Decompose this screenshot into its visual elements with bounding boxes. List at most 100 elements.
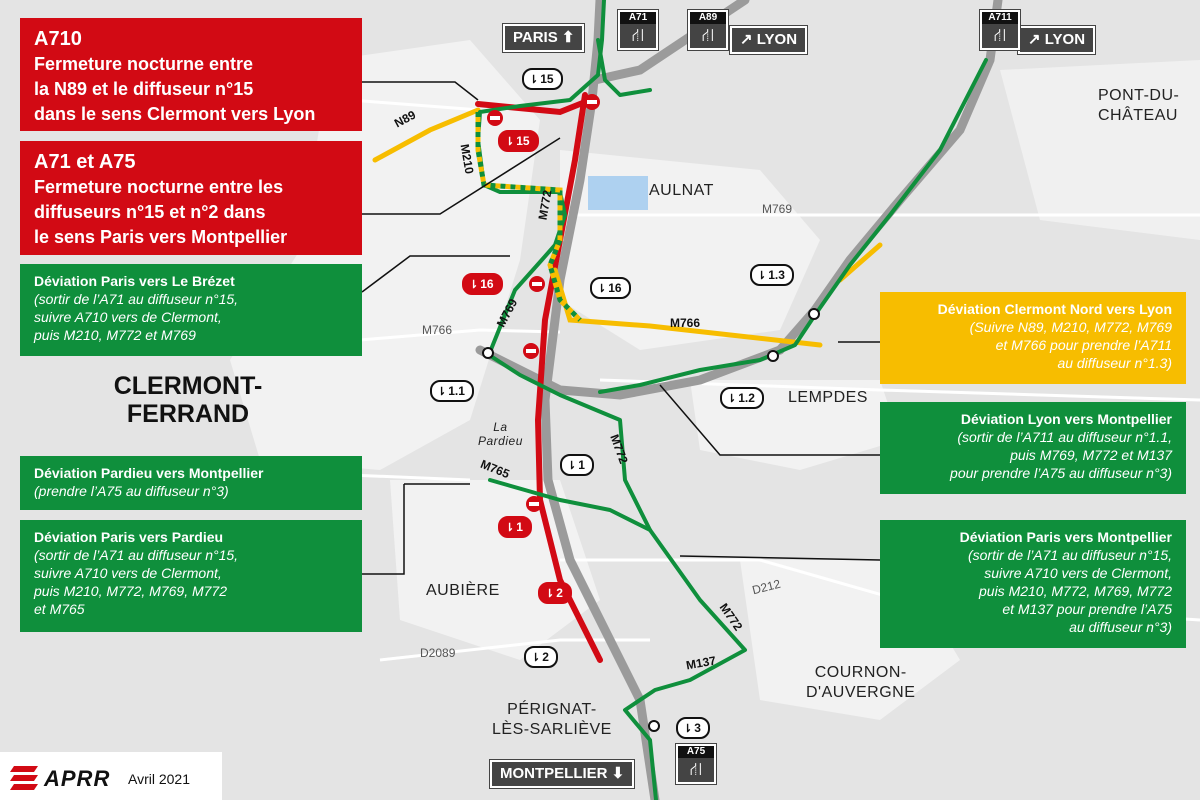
- place-line: Pardieu: [478, 434, 523, 448]
- place-aulnat: AULNAT: [649, 182, 714, 199]
- exit-icon: ⇂: [529, 74, 539, 86]
- footer: APRR Avril 2021: [0, 752, 222, 800]
- place-line: D'AUVERGNE: [806, 684, 916, 701]
- exit-number: 1.3: [768, 268, 785, 282]
- box-line: puis M769, M772 et M137: [1010, 447, 1172, 463]
- shield-a71: A71⛙: [617, 9, 659, 51]
- box-title: Déviation Clermont Nord vers Lyon: [937, 301, 1172, 317]
- box-line: dans le sens Clermont vers Lyon: [34, 104, 316, 124]
- urban-area: [230, 40, 540, 470]
- aprr-logo-icon: [10, 766, 38, 790]
- shield-a711: A711⛙: [979, 9, 1021, 51]
- exit-marker-3: ⇂3: [676, 717, 710, 739]
- exit-icon: ⇂: [597, 283, 607, 295]
- box-a710-closure: A710 Fermeture nocturne entre la N89 et …: [20, 18, 362, 131]
- shield-label: A75: [678, 746, 714, 758]
- box-line: diffuseurs n°15 et n°2 dans: [34, 202, 266, 222]
- road-label-m766-west: M766: [422, 323, 453, 337]
- box-deviation-paris-pardieu: Déviation Paris vers Pardieu (sortir de …: [20, 520, 362, 632]
- sign-montpellier: MONTPELLIER ⬇: [488, 759, 636, 789]
- motorway-icon: ⛙: [993, 25, 1007, 45]
- box-line: le sens Paris vers Montpellier: [34, 227, 288, 247]
- road-label-m769: M769: [762, 202, 793, 216]
- exit-number: 1.2: [738, 391, 755, 405]
- exit-marker-1-2: ⇂1.2: [720, 387, 764, 409]
- exit-icon: ⇂: [683, 723, 693, 735]
- exit-number: 15: [540, 72, 554, 86]
- exit-icon: ⇂: [727, 393, 737, 405]
- box-title: Déviation Paris vers Montpellier: [959, 529, 1172, 545]
- box-deviation-pardieu-montpellier: Déviation Pardieu vers Montpellier (pren…: [20, 456, 362, 510]
- box-title: A710: [34, 28, 82, 50]
- box-title: Déviation Paris vers Pardieu: [34, 529, 224, 545]
- box-line: (prendre l’A75 au diffuseur n°3): [34, 483, 229, 499]
- sign-paris: PARIS ⬆: [501, 23, 586, 53]
- road-label-d2089: D2089: [420, 646, 456, 660]
- shield-a75: A75⛙: [675, 743, 717, 785]
- place-perignat: PÉRIGNAT- LÈS-SARLIÈVE: [492, 700, 612, 740]
- exit-marker-1-3: ⇂1.3: [750, 264, 794, 286]
- exit-closed-15: ⇂15: [498, 130, 539, 152]
- box-title: Déviation Paris vers Le Brézet: [34, 273, 235, 289]
- exit-marker-1-1: ⇂1.1: [430, 380, 474, 402]
- box-line: au diffuseur n°3): [1069, 619, 1172, 635]
- exit-icon: ⇂: [437, 386, 447, 398]
- exit-number: 16: [608, 281, 622, 295]
- exit-number: 1: [578, 458, 585, 472]
- place-line: PÉRIGNAT-: [507, 701, 597, 718]
- exit-icon: ⇂: [757, 270, 767, 282]
- box-line: la N89 et le diffuseur n°15: [34, 79, 254, 99]
- box-line: puis M210, M772, M769, M772: [34, 583, 227, 599]
- box-deviation-paris-montpellier: Déviation Paris vers Montpellier (sortir…: [880, 520, 1186, 648]
- exit-closed-16: ⇂16: [462, 273, 503, 295]
- exit-closed-1: ⇂1: [498, 516, 532, 538]
- brand-name: APRR: [44, 766, 111, 791]
- motorway-icon: ⛙: [689, 759, 703, 779]
- publication-date: Avril 2021: [128, 771, 191, 787]
- exit-number: 2: [556, 586, 563, 600]
- sign-lyon-a711: ↗ LYON: [1016, 25, 1097, 55]
- airport-area: [588, 176, 648, 210]
- box-deviation-brezet: Déviation Paris vers Le Brézet (sortir d…: [20, 264, 362, 356]
- place-pont-du-chateau: PONT-DU- CHÂTEAU: [1098, 86, 1179, 126]
- deviation-overlap: [475, 112, 582, 322]
- place-la-pardieu: La Pardieu: [478, 420, 523, 448]
- exit-number: 15: [516, 134, 530, 148]
- exit-icon: ⇂: [505, 522, 515, 534]
- box-deviation-lyon-montpellier: Déviation Lyon vers Montpellier (sortir …: [880, 402, 1186, 494]
- box-line: pour prendre l’A75 au diffuseur n°3): [950, 465, 1172, 481]
- deviation-yellow: [372, 107, 883, 348]
- box-line: au diffuseur n°1.3): [1057, 355, 1172, 371]
- box-deviation-clermont-lyon: Déviation Clermont Nord vers Lyon (Suivr…: [880, 292, 1186, 384]
- box-title: A71 et A75: [34, 151, 136, 173]
- box-line: puis M210, M772, M769, M772: [979, 583, 1172, 599]
- box-line: et M137 pour prendre l’A75: [1002, 601, 1172, 617]
- box-line: (sortir de l’A71 au diffuseur n°15,: [34, 547, 239, 563]
- city-line: FERRAND: [126, 400, 250, 428]
- motorway-icon: ⛙: [701, 25, 715, 45]
- city-line: CLERMONT-: [113, 372, 263, 400]
- box-line: suivre A710 vers de Clermont,: [34, 565, 222, 581]
- box-line: et M765: [34, 601, 85, 617]
- exit-icon: ⇂: [469, 279, 479, 291]
- place-line: CHÂTEAU: [1098, 107, 1178, 124]
- shield-label: A71: [620, 12, 656, 24]
- exit-icon: ⇂: [505, 136, 515, 148]
- exit-closed-2: ⇂2: [538, 582, 572, 604]
- box-line: puis M210, M772 et M769: [34, 327, 196, 343]
- box-a71-a75-closure: A71 et A75 Fermeture nocturne entre les …: [20, 141, 362, 255]
- box-line: (sortir de l’A71 au diffuseur n°15,: [34, 291, 239, 307]
- motorway-icon: ⛙: [631, 25, 645, 45]
- exit-marker-16: ⇂16: [590, 277, 631, 299]
- place-aubiere: AUBIÈRE: [426, 582, 500, 599]
- box-line: (sortir de l’A711 au diffuseur n°1.1,: [957, 429, 1172, 445]
- city-clermont-ferrand: CLERMONT- FERRAND: [88, 372, 288, 428]
- sign-lyon-a89: ↗ LYON: [728, 25, 809, 55]
- shield-label: A711: [982, 12, 1018, 24]
- box-line: suivre A710 vers de Clermont,: [34, 309, 222, 325]
- exit-number: 3: [694, 721, 701, 735]
- box-line: et M766 pour prendre l’A711: [995, 337, 1172, 353]
